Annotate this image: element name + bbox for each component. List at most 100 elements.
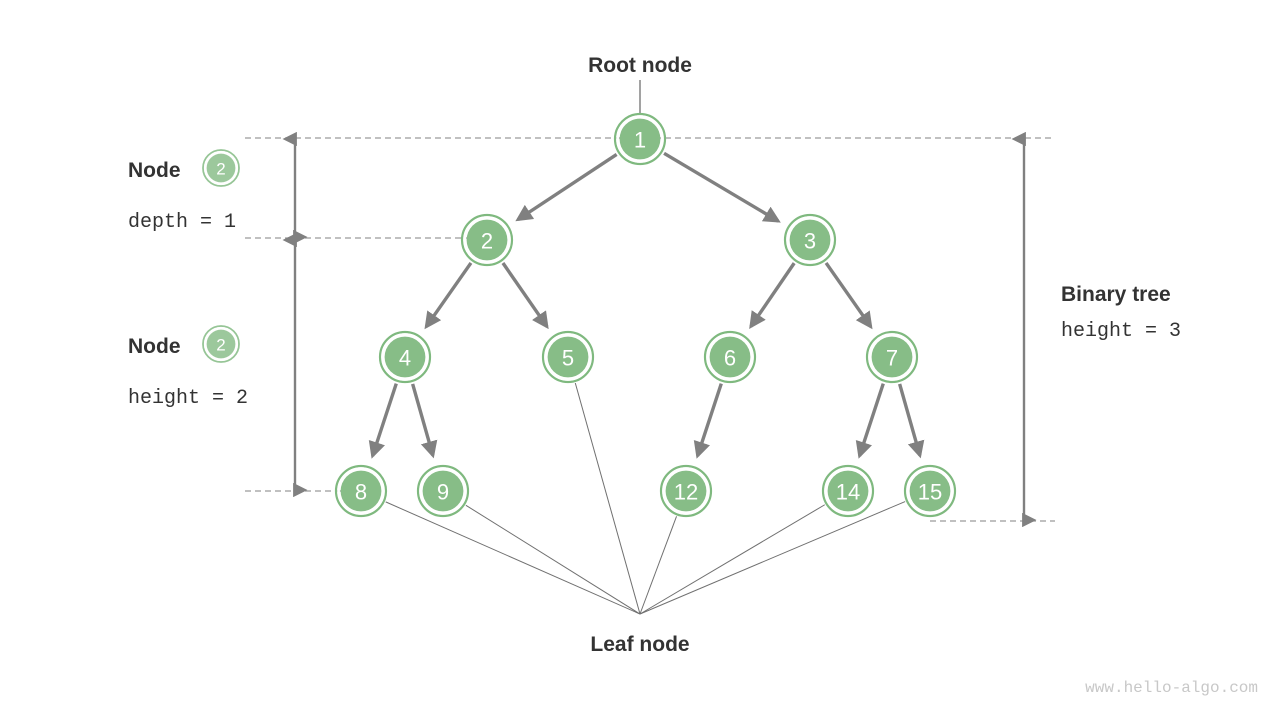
node-outer-ring xyxy=(541,330,595,384)
node-outer-ring xyxy=(378,330,432,384)
node-outer-ring xyxy=(416,464,470,518)
node-disc xyxy=(665,470,707,512)
tree-node-1[interactable]: 1 xyxy=(613,112,667,166)
node-value: 9 xyxy=(437,480,449,505)
binary-tree-annotation-title: Binary tree xyxy=(1061,283,1171,306)
node-value: 6 xyxy=(724,346,736,371)
node-value: 4 xyxy=(399,346,411,371)
badge-disc xyxy=(206,329,236,359)
badge-value: 2 xyxy=(216,160,225,179)
edge-n3-n6 xyxy=(749,262,796,329)
edge-n7-n15 xyxy=(898,383,925,459)
node-inner-gap-ring xyxy=(662,467,710,515)
tree-node-9[interactable]: 9 xyxy=(416,464,470,518)
badge-value: 2 xyxy=(216,336,225,355)
node-disc xyxy=(619,118,661,160)
tree-edges xyxy=(368,151,925,459)
height-annotation-title: Node xyxy=(128,335,181,358)
node-disc xyxy=(384,336,426,378)
node-outer-ring xyxy=(821,464,875,518)
side-annotations: Node 2 depth = 1 Node 2 height = 2 xyxy=(128,149,248,410)
node-inner-gap-ring xyxy=(706,333,754,381)
tree-node-7[interactable]: 7 xyxy=(865,330,919,384)
node-inner-gap-ring xyxy=(868,333,916,381)
depth-annotation-badge: 2 xyxy=(202,149,240,187)
node-outer-ring xyxy=(334,464,388,518)
node-outer-ring xyxy=(613,112,667,166)
edge-n2-n5 xyxy=(501,262,549,330)
leaf-line-n8 xyxy=(385,501,641,615)
node-disc xyxy=(547,336,589,378)
leaf-indicator-lines xyxy=(385,382,906,615)
node-outer-ring xyxy=(659,464,713,518)
node-disc xyxy=(871,336,913,378)
node-outer-ring xyxy=(703,330,757,384)
node-disc xyxy=(466,219,508,261)
measure-arrows xyxy=(282,131,1037,528)
node-disc xyxy=(909,470,951,512)
leaf-line-n12 xyxy=(639,516,678,615)
depth-annotation-title: Node xyxy=(128,159,181,182)
tree-node-5[interactable]: 5 xyxy=(541,330,595,384)
tree-node-6[interactable]: 6 xyxy=(703,330,757,384)
tree-node-12[interactable]: 12 xyxy=(659,464,713,518)
node-outer-ring xyxy=(865,330,919,384)
badge-outer-ring xyxy=(202,325,240,363)
edge-n3-n7 xyxy=(824,261,873,330)
badge-gap-ring xyxy=(204,327,238,361)
leaf-line-n5 xyxy=(574,382,641,615)
edge-n4-n8 xyxy=(368,383,398,459)
node-inner-gap-ring xyxy=(544,333,592,381)
leaf-line-n14 xyxy=(639,504,826,615)
edge-n1-n3 xyxy=(663,151,781,223)
leaf-line-n15 xyxy=(639,501,906,615)
node-inner-gap-ring xyxy=(381,333,429,381)
tree-node-3[interactable]: 3 xyxy=(783,213,837,267)
binary-tree-annotation-detail: height = 3 xyxy=(1061,320,1181,343)
node-value: 5 xyxy=(562,346,574,371)
badge-disc xyxy=(206,153,236,183)
tree-node-15[interactable]: 15 xyxy=(903,464,957,518)
node-inner-gap-ring xyxy=(337,467,385,515)
node-disc xyxy=(340,470,382,512)
height-annotation-detail: height = 2 xyxy=(128,387,248,410)
node-inner-gap-ring xyxy=(419,467,467,515)
node-inner-gap-ring xyxy=(906,467,954,515)
tree-node-8[interactable]: 8 xyxy=(334,464,388,518)
binary-tree-height-annotation: Binary tree height = 3 xyxy=(1061,283,1181,343)
leaf-line-n9 xyxy=(465,504,641,615)
node-value: 15 xyxy=(918,480,942,505)
leaf-node-caption: Leaf node xyxy=(590,633,689,656)
root-node-caption: Root node xyxy=(588,54,692,77)
edge-n4-n9 xyxy=(411,383,438,459)
node-value: 14 xyxy=(836,480,860,505)
node-outer-ring xyxy=(460,213,514,267)
node-disc xyxy=(827,470,869,512)
node-outer-ring xyxy=(783,213,837,267)
node-value: 12 xyxy=(674,480,698,505)
depth-annotation-detail: depth = 1 xyxy=(128,211,236,234)
badge-gap-ring xyxy=(204,151,238,185)
node-disc xyxy=(709,336,751,378)
edge-n1-n2 xyxy=(515,153,618,222)
node-inner-gap-ring xyxy=(824,467,872,515)
edge-n7-n14 xyxy=(855,383,885,459)
tree-node-2[interactable]: 2 xyxy=(460,213,514,267)
edge-n6-n12 xyxy=(693,383,723,459)
height-annotation-badge: 2 xyxy=(202,325,240,363)
node-inner-gap-ring xyxy=(463,216,511,264)
node-value: 8 xyxy=(355,480,367,505)
node-inner-gap-ring xyxy=(786,216,834,264)
tree-node-14[interactable]: 14 xyxy=(821,464,875,518)
measure-dashed-lines xyxy=(245,137,1055,522)
node-value: 1 xyxy=(634,128,646,153)
node-disc xyxy=(789,219,831,261)
node-outer-ring xyxy=(903,464,957,518)
edge-n2-n4 xyxy=(424,261,473,330)
node-value: 3 xyxy=(804,229,816,254)
node-value: 2 xyxy=(481,229,493,254)
tree-node-4[interactable]: 4 xyxy=(378,330,432,384)
